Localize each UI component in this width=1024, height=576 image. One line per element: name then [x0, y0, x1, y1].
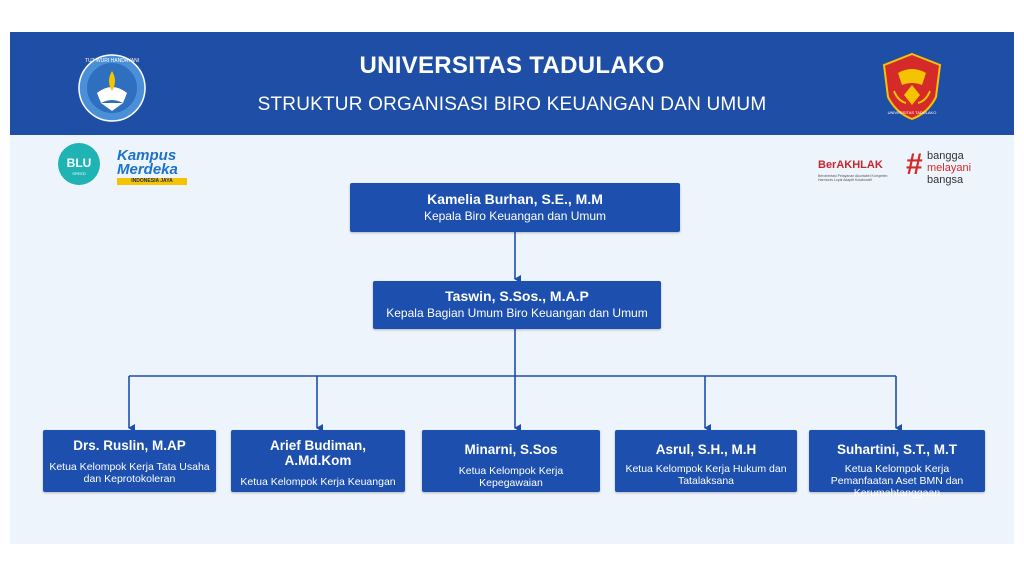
node-role: Ketua Kelompok Kerja Keuangan [240, 476, 396, 488]
page-subtitle: STRUKTUR ORGANISASI BIRO KEUANGAN DAN UM… [257, 94, 767, 115]
org-node-deputy: Taswin, S.Sos., M.A.P Kepala Bagian Umum… [373, 281, 661, 329]
bangga-melayani-bangsa-logo: # bangga melayani bangsa [906, 148, 996, 188]
berakhlak-logo: BerAKHLAK Berorientasi Pelayanan Akuntab… [818, 159, 908, 187]
node-role: Ketua Kelompok Kerja Pemanfaatan Aset BM… [830, 463, 964, 499]
melayani-text: melayani [927, 162, 972, 174]
org-node-member-4: Asrul, S.H., M.H Ketua Kelompok Kerja Hu… [615, 430, 797, 492]
kampus-text: Kampus [117, 147, 177, 164]
node-role: Ketua Kelompok Kerja Kepegawaian [458, 465, 564, 489]
indonesia-jaya-text: INDONESIA JAYA [117, 178, 187, 185]
berakhlak-text: BerAKHLAK [818, 159, 883, 171]
node-name: Suhartini, S.T., M.T [836, 442, 957, 457]
tut-wuri-handayani-logo: TUT WURI HANDAYANI [78, 54, 146, 122]
node-name: Arief Budiman, A.Md.Kom [269, 438, 366, 468]
node-name: Asrul, S.H., M.H [655, 442, 757, 457]
org-node-head: Kamelia Burhan, S.E., M.M Kepala Biro Ke… [350, 183, 680, 232]
merdeka-text: Merdeka [117, 161, 178, 178]
berakhlak-sub-text: Berorientasi Pelayanan Akuntabel Kompete… [818, 174, 888, 182]
chart-canvas: UNIVERSITAS TADULAKO STRUKTUR ORGANISASI… [10, 32, 1014, 544]
org-node-member-3: Minarni, S.Sos Ketua Kelompok Kerja Kepe… [422, 430, 600, 492]
node-role: Kepala Bagian Umum Biro Keuangan dan Umu… [386, 306, 648, 320]
page-title: UNIVERSITAS TADULAKO [359, 52, 665, 79]
emblem-text: UNIVERSITAS TADULAKO [888, 110, 937, 115]
node-name: Taswin, S.Sos., M.A.P [445, 288, 589, 304]
node-role: Ketua Kelompok Kerja Tata Usaha dan Kepr… [49, 461, 210, 485]
header-banner: UNIVERSITAS TADULAKO STRUKTUR ORGANISASI… [10, 32, 1014, 135]
node-name: Drs. Ruslin, M.AP [73, 438, 186, 453]
hashtag-icon: # [906, 148, 923, 181]
emblem-text: TUT WURI HANDAYANI [85, 58, 139, 64]
blu-sub-text: SPEED [72, 171, 86, 176]
org-node-member-5: Suhartini, S.T., M.T Ketua Kelompok Kerj… [809, 430, 985, 499]
bangsa-text: bangsa [927, 174, 964, 186]
blu-text: BLU [67, 156, 92, 170]
kampus-merdeka-logo: Kampus Merdeka INDONESIA JAYA [117, 147, 197, 185]
node-name: Kamelia Burhan, S.E., M.M [427, 191, 603, 207]
org-node-member-2: Arief Budiman, A.Md.Kom Ketua Kelompok K… [231, 430, 405, 492]
node-role: Ketua Kelompok Kerja Hukum dan Tatalaksa… [625, 463, 787, 487]
node-name: Minarni, S.Sos [464, 442, 558, 457]
node-role: Kepala Biro Keuangan dan Umum [423, 209, 607, 223]
blu-logo: BLU SPEED [58, 143, 100, 185]
universitas-tadulako-logo: UNIVERSITAS TADULAKO [882, 52, 942, 121]
org-node-member-1: Drs. Ruslin, M.AP Ketua Kelompok Kerja T… [43, 430, 216, 492]
bangga-text: bangga [927, 150, 964, 162]
connector-lines [128, 232, 902, 432]
